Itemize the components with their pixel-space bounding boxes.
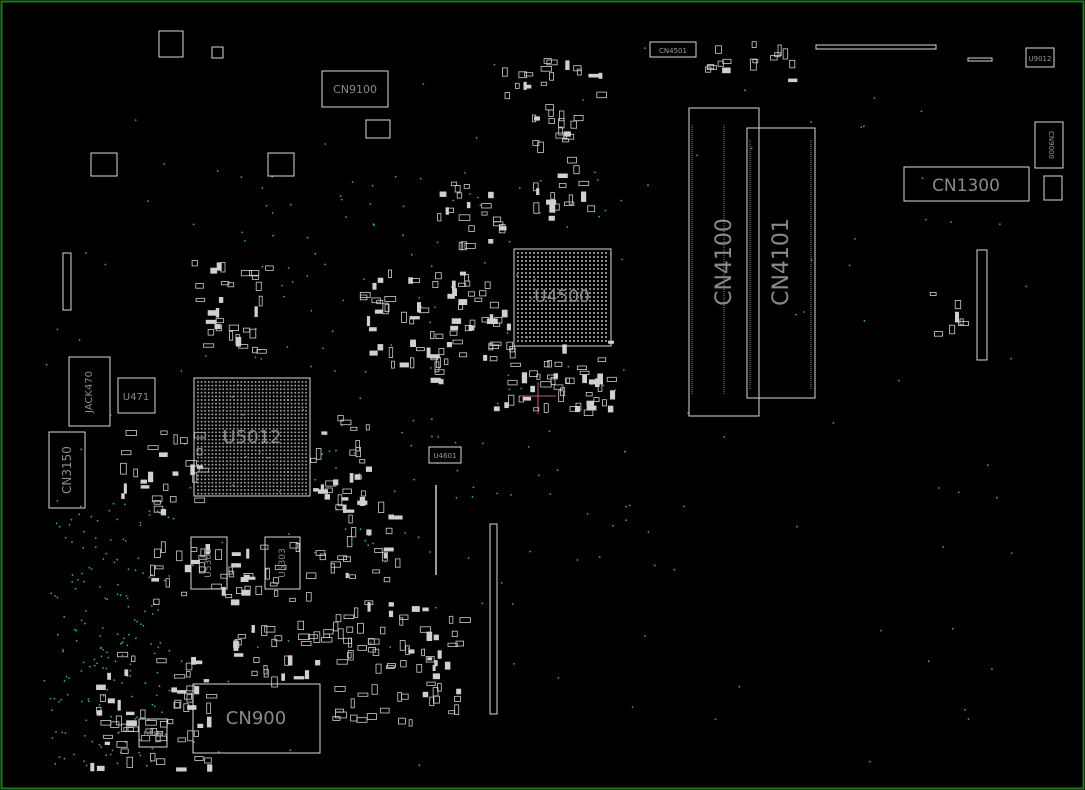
connector-cn3150[interactable]: CN3150 bbox=[48, 431, 86, 509]
chip-u4500[interactable]: U4500 bbox=[513, 248, 612, 347]
chip-u5012[interactable]: U5012 bbox=[193, 377, 311, 497]
cn1300-label: CN1300 bbox=[932, 176, 1000, 196]
chip-u4601[interactable]: U4601 bbox=[428, 446, 462, 464]
chip-u500[interactable]: U500 bbox=[138, 718, 168, 748]
connector-center-vertical[interactable] bbox=[435, 485, 498, 715]
connector-cn4100[interactable]: CN4100 bbox=[688, 107, 760, 417]
u5303-label: U5303 bbox=[278, 548, 288, 578]
cn4100-label: CN4100 bbox=[712, 218, 737, 306]
u5301-label: U5301 bbox=[204, 548, 214, 578]
u4500-label: U4500 bbox=[534, 287, 590, 307]
cn900-label: CN900 bbox=[226, 708, 286, 729]
connector-left-vertical[interactable] bbox=[62, 252, 72, 311]
connector-cn4501[interactable]: CN4501 bbox=[649, 41, 697, 58]
connector-cn9100[interactable]: CN9100 bbox=[321, 70, 391, 139]
cn9000-label: CN9000 bbox=[1047, 131, 1055, 159]
u4601-label: U4601 bbox=[434, 452, 457, 460]
u9012-label: U9012 bbox=[1029, 55, 1052, 63]
crosshair-icon bbox=[520, 382, 556, 414]
chip-u5303[interactable]: U5303 bbox=[264, 536, 301, 590]
cn3150-label: CN3150 bbox=[60, 446, 74, 494]
connector-cn9000[interactable]: CN9000 bbox=[1034, 121, 1064, 201]
chip-u471[interactable]: U471 bbox=[117, 377, 156, 414]
connector-cn4101[interactable]: CN4101 bbox=[746, 127, 816, 399]
cn4101-label: CN4101 bbox=[769, 218, 794, 306]
jack470-label: JACK470 bbox=[84, 371, 95, 414]
cn4501-label: CN4501 bbox=[659, 47, 687, 55]
connector-right-vertical[interactable] bbox=[976, 249, 988, 361]
cn9100-label: CN9100 bbox=[333, 83, 377, 96]
u5012-label: U5012 bbox=[223, 427, 282, 448]
connector-cn900[interactable]: CN900 bbox=[192, 683, 321, 754]
connector-cn1300[interactable]: CN1300 bbox=[903, 166, 1030, 202]
u471-label: U471 bbox=[123, 392, 149, 403]
jack-jack470[interactable]: JACK470 bbox=[68, 356, 111, 427]
chip-u5301[interactable]: U5301 bbox=[190, 536, 228, 590]
passive-components bbox=[90, 41, 969, 772]
u500-label: U500 bbox=[144, 730, 162, 738]
connector-top-strip[interactable]: U9012 bbox=[815, 44, 1055, 68]
mounting-pad-top-left[interactable] bbox=[90, 30, 295, 177]
